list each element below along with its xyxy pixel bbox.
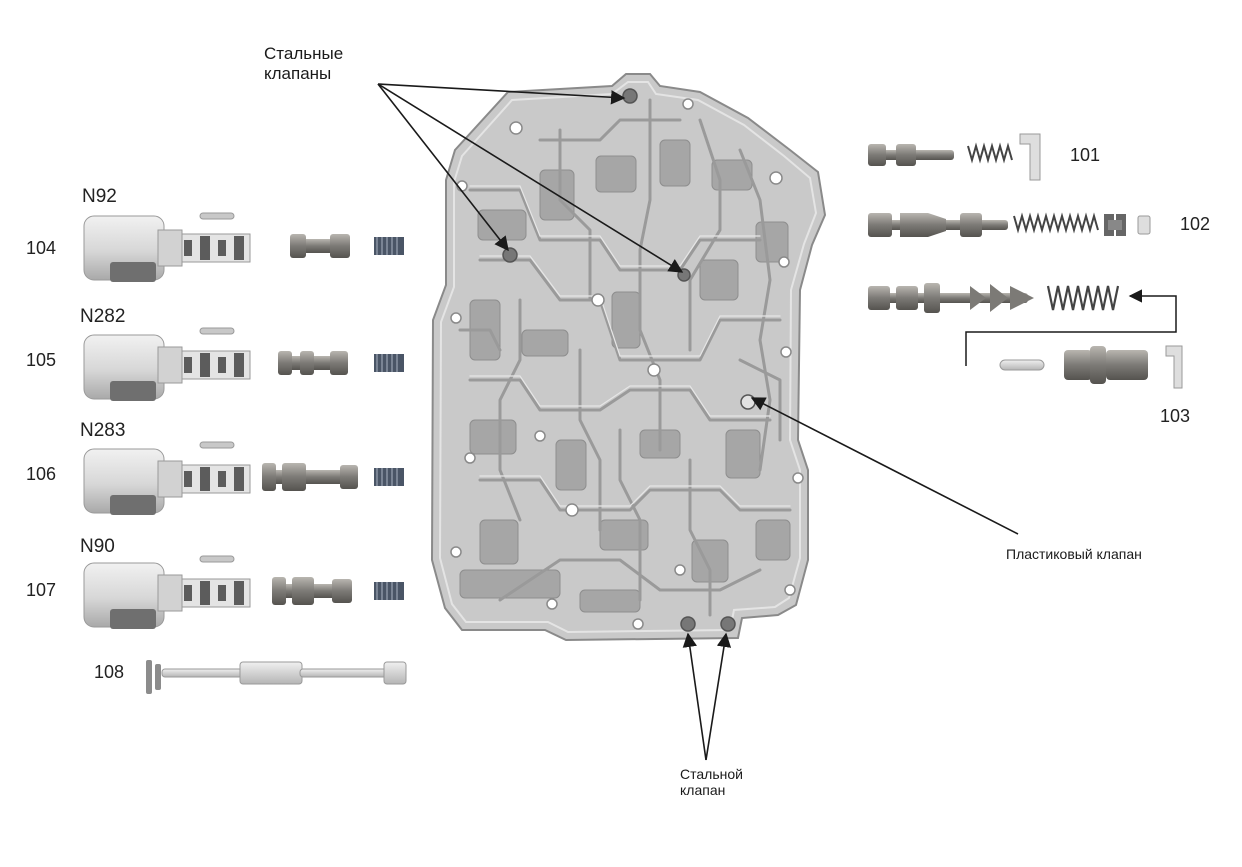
- part-103-connector-line: [965, 289, 1177, 366]
- callout-steel-valve-line1: Стальной: [680, 766, 743, 782]
- solenoid-107-group: [83, 555, 404, 629]
- arrow-steel-valve-right: [705, 632, 732, 761]
- callout-arrows: [377, 83, 1019, 761]
- item-number-104: 104: [26, 238, 57, 258]
- callout-steel-valve-line2: клапан: [680, 782, 726, 799]
- part-103-valve-lower: [999, 345, 1183, 389]
- arrow-steel-valves-top: [377, 83, 626, 105]
- callout-steel-valves-line1: Стальные: [264, 44, 344, 63]
- callout-plastic-valve: Пластиковый клапан: [1006, 546, 1142, 562]
- arrow-steel-valve-left: [682, 632, 707, 761]
- arrow-steel-valves-center: [377, 83, 684, 273]
- solenoid-code-n283: N283: [80, 420, 126, 441]
- item-number-105: 105: [26, 350, 57, 370]
- arrow-steel-valves-left: [377, 83, 509, 252]
- item-number-102: 102: [1180, 214, 1211, 234]
- solenoid-104-group: [83, 212, 404, 282]
- part-108-shaft: [146, 660, 407, 694]
- callout-steel-valves: Стальные клапаны: [264, 44, 343, 83]
- item-number-103: 103: [1160, 406, 1191, 426]
- arrow-plastic-valve: [750, 397, 1019, 535]
- item-number-107: 107: [26, 580, 57, 600]
- solenoid-code-n90: N90: [80, 536, 115, 557]
- item-number-108: 108: [94, 662, 125, 682]
- callout-steel-valve: Стальной клапан: [680, 766, 743, 798]
- solenoid-106-group: [83, 441, 404, 515]
- solenoid-code-n92: N92: [82, 186, 117, 207]
- valve-body: [430, 73, 827, 642]
- part-102-valve: [868, 212, 1151, 237]
- part-103-valve-upper: [868, 283, 1120, 313]
- item-number-101: 101: [1070, 145, 1101, 165]
- part-101-valve: [868, 133, 1041, 181]
- item-number-106: 106: [26, 464, 57, 484]
- callout-steel-valves-line2: клапаны: [264, 63, 332, 83]
- solenoid-105-group: [83, 327, 404, 401]
- solenoid-code-n282: N282: [80, 306, 126, 327]
